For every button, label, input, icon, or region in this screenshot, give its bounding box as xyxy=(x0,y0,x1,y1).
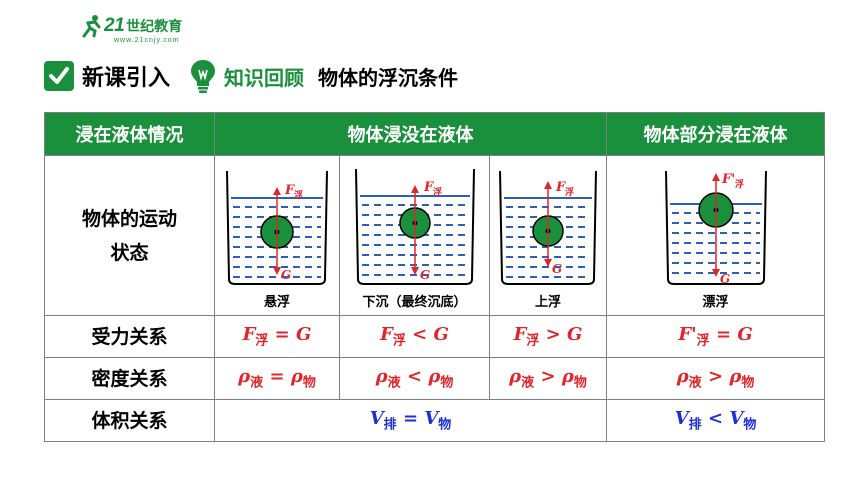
row-label-volume: 体积关系 xyxy=(44,399,215,442)
table-row-volume: 体积关系 V排 = V物 V排 < V物 xyxy=(44,399,826,442)
label-F: F xyxy=(423,180,434,195)
table-header-row: 浸在液体情况 物体浸没在液体 物体部分浸在液体 xyxy=(44,112,826,156)
force-relation-sink: F浮 < G xyxy=(339,315,490,358)
logo-brand-cn: 世纪教育 xyxy=(126,19,183,35)
figure-cell-rise: F 浮 G 上浮 xyxy=(488,155,608,316)
caption-sink: 下沉（最终沉底） xyxy=(362,295,467,310)
density-relation-rise: ρ液 > ρ物 xyxy=(488,357,608,400)
table-row-motion: 物体的运动状态 F 浮 G 悬浮 xyxy=(44,155,826,316)
figure-cell-sink: F 浮 G 下沉（最终沉底） xyxy=(339,155,490,316)
table-row-density: 密度关系 ρ液 = ρ物 ρ液 < ρ物 ρ液 > ρ物 ρ液 > ρ物 xyxy=(44,357,826,400)
beaker-suspend: F 浮 G xyxy=(226,170,328,285)
label-F-sub: 浮 xyxy=(735,178,744,190)
row-label-motion: 物体的运动状态 xyxy=(44,155,215,316)
beaker-sink: F 浮 G xyxy=(354,168,475,285)
caption-suspend: 悬浮 xyxy=(263,295,290,310)
logo-site: www.21cnjy.com xyxy=(114,37,180,44)
row-label-motion-text: 物体的运动状态 xyxy=(81,207,177,264)
lightbulb-icon xyxy=(191,60,216,93)
caption-floating: 漂浮 xyxy=(702,295,729,310)
header-situation: 浸在液体情况 xyxy=(44,112,215,156)
buoyancy-table: 浸在液体情况 物体浸没在液体 物体部分浸在液体 物体的运动状态 xyxy=(44,112,826,442)
density-relation-floating: ρ液 > ρ物 xyxy=(606,357,826,400)
beaker-floating: F' 浮 G xyxy=(664,170,767,286)
beaker-floating-water xyxy=(671,212,760,274)
label-F-sub: 浮 xyxy=(565,186,574,198)
logo-brand: 21 xyxy=(104,15,125,36)
label-G: G xyxy=(552,262,562,276)
label-G: G xyxy=(420,268,430,282)
label-F: F xyxy=(284,183,295,198)
review-label: 知识回顾 xyxy=(224,65,305,90)
section-title: 新课引入 xyxy=(82,66,171,91)
density-relation-suspend: ρ液 = ρ物 xyxy=(214,357,340,400)
row-label-density: 密度关系 xyxy=(44,357,215,400)
slide-header: 新课引入 知识回顾 物体的浮沉条件 xyxy=(44,56,458,96)
beaker-suspend-water xyxy=(233,206,321,278)
volume-relation-floating: V排 < V物 xyxy=(606,399,826,442)
header-submerged: 物体浸没在液体 xyxy=(213,112,608,156)
label-F-sub: 浮 xyxy=(294,189,303,201)
checkmark-icon xyxy=(44,61,74,91)
label-F: F xyxy=(555,180,566,195)
row-label-force: 受力关系 xyxy=(44,315,215,358)
label-G: G xyxy=(281,268,291,282)
volume-relation-submerged: V排 = V物 xyxy=(213,399,608,442)
logo: 21 世纪教育 www.21cnjy.com xyxy=(80,14,183,44)
runner-logo-icon xyxy=(82,15,101,38)
figure-cell-suspend: F 浮 G 悬浮 xyxy=(214,155,340,316)
figure-cell-floating: F' 浮 G 漂浮 xyxy=(606,155,826,316)
label-F-sub: 浮 xyxy=(433,186,442,198)
header-partial: 物体部分浸在液体 xyxy=(606,112,826,156)
label-F-prime: F' xyxy=(721,172,735,187)
force-relation-suspend: F浮 = G xyxy=(214,315,340,358)
label-G: G xyxy=(720,272,730,286)
table-row-force: 受力关系 F浮 = G F浮 < G F浮 > G F'浮 = G xyxy=(44,315,826,358)
force-relation-rise: F浮 > G xyxy=(488,315,608,358)
density-relation-sink: ρ液 < ρ物 xyxy=(339,357,490,400)
caption-rise: 上浮 xyxy=(535,295,562,310)
beaker-rise: F 浮 G xyxy=(499,170,597,285)
force-relation-floating: F'浮 = G xyxy=(606,315,826,358)
topic-title: 物体的浮沉条件 xyxy=(318,65,459,90)
